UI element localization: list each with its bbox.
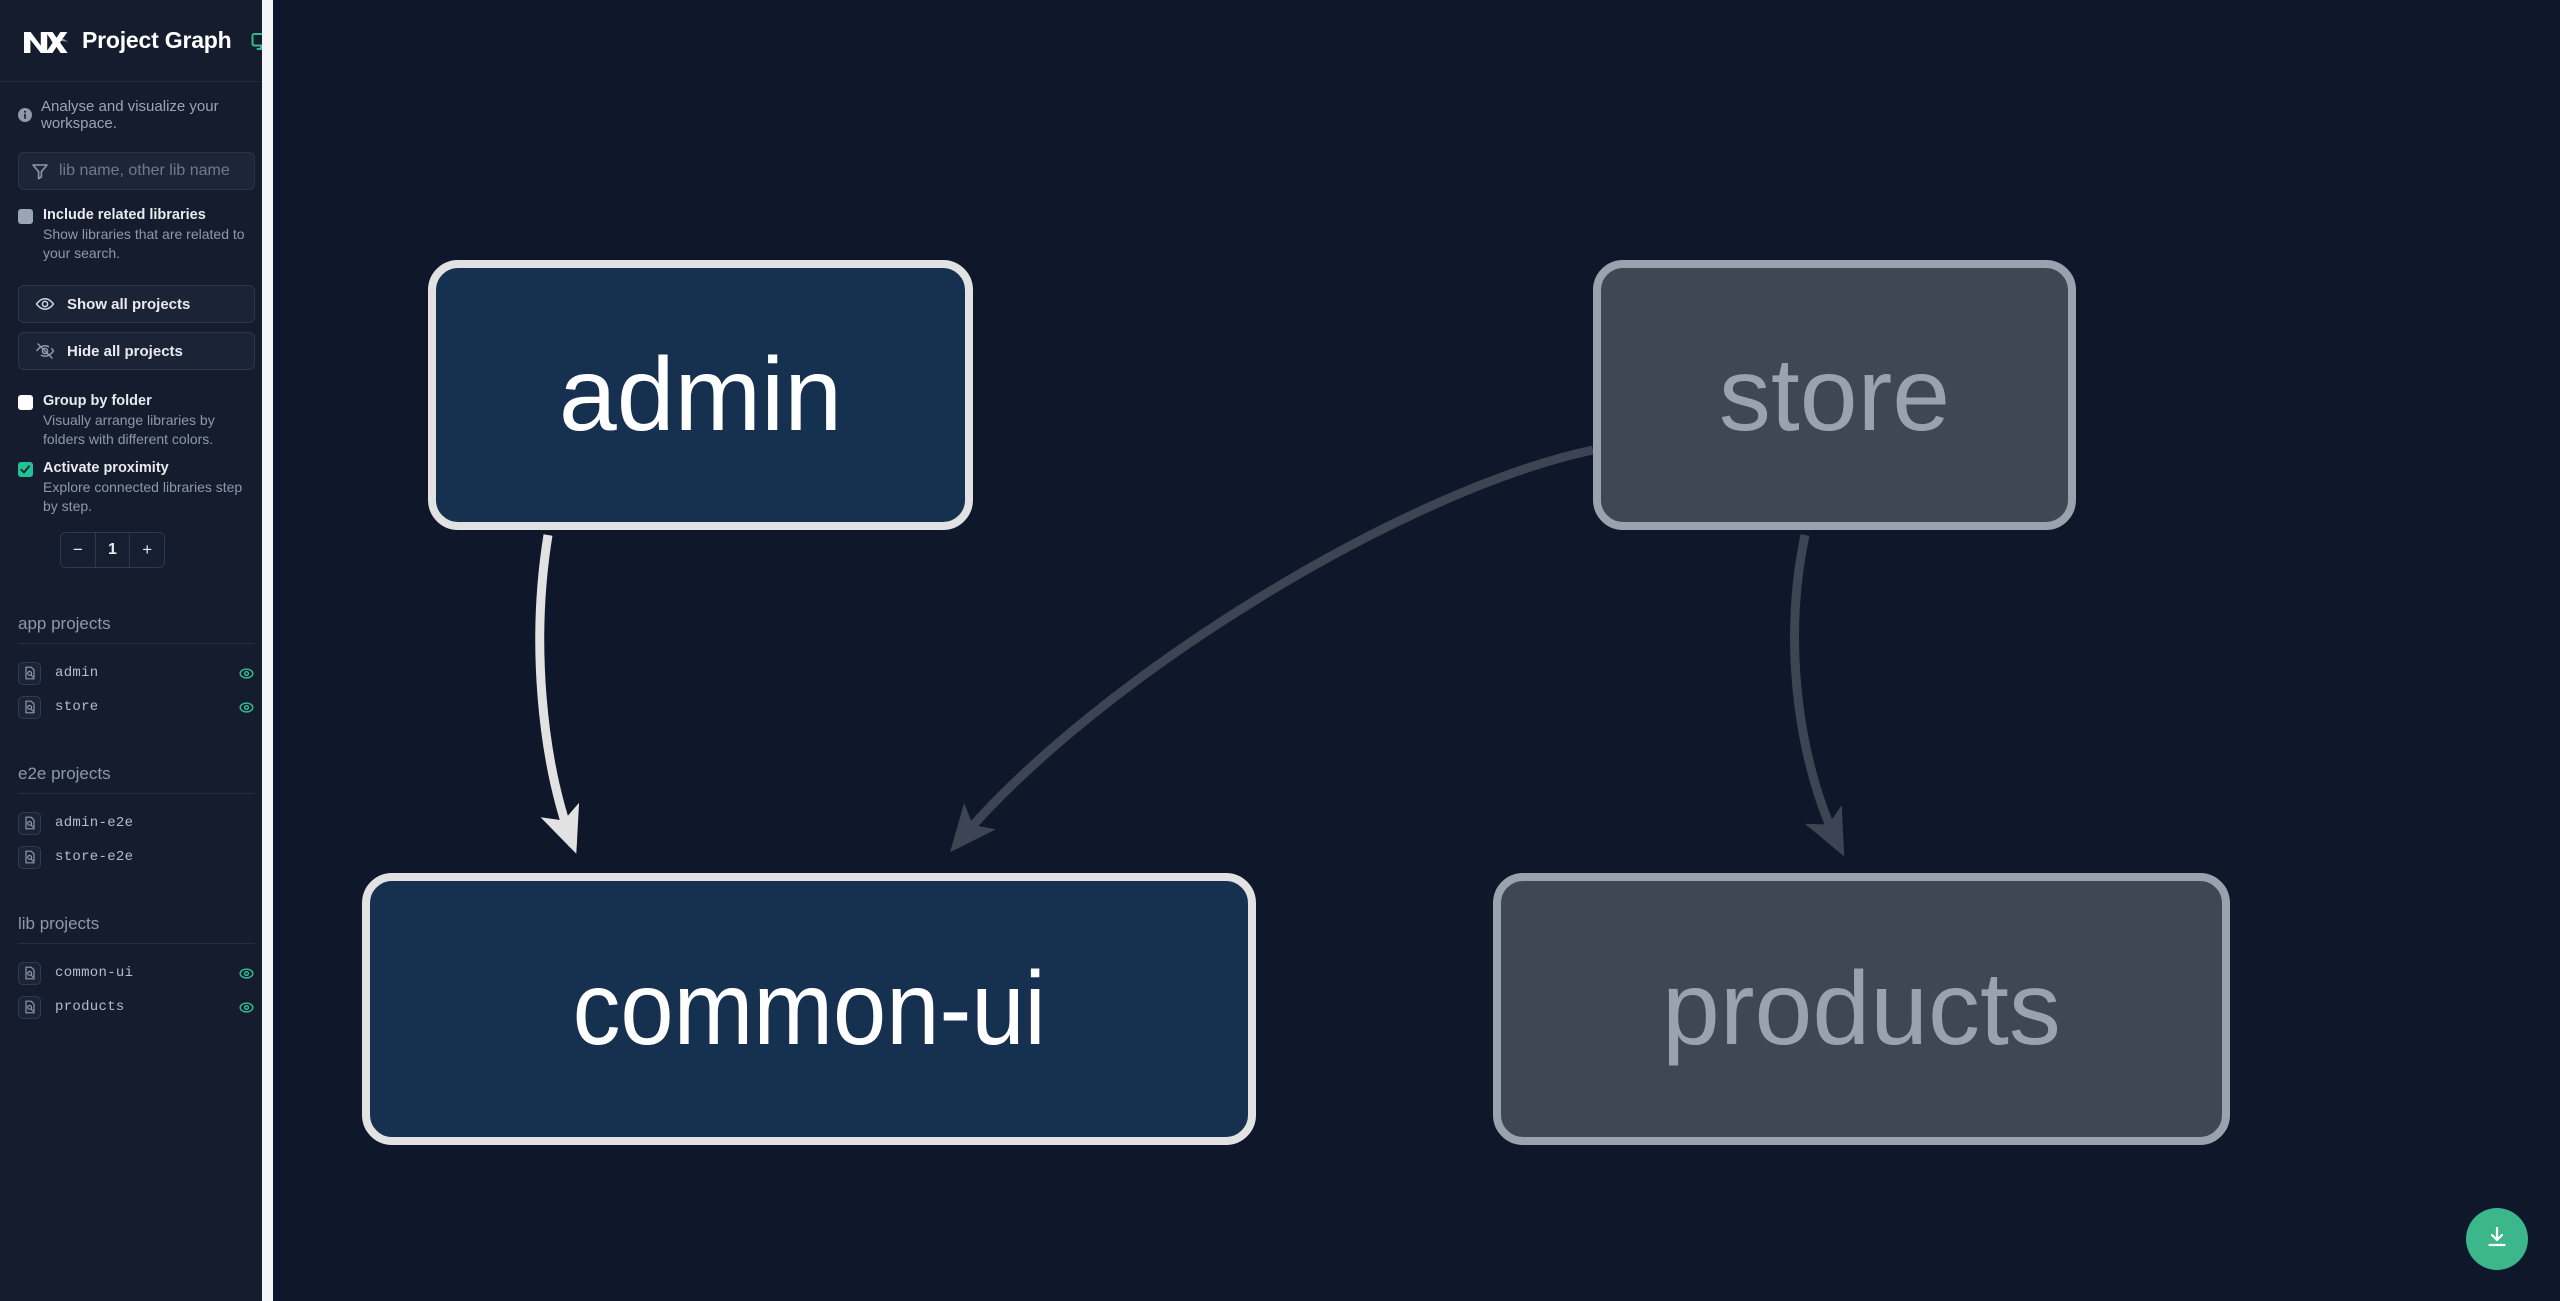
option-label: Activate proximity (43, 460, 169, 476)
graph-node-admin[interactable]: admin (428, 260, 973, 530)
project-name: products (55, 999, 125, 1015)
option-include-related-libraries[interactable]: Include related libraries Show libraries… (0, 190, 273, 263)
graph-node-store[interactable]: store (1593, 260, 2076, 530)
show-all-projects-label: Show all projects (67, 295, 191, 313)
project-icon (18, 961, 41, 985)
group-app-projects: app projects admin (0, 614, 273, 724)
project-row-products[interactable]: products (18, 990, 255, 1024)
group-title: e2e projects (18, 764, 255, 794)
option-description: Visually arrange libraries by folders wi… (43, 412, 215, 447)
show-all-projects-button[interactable]: Show all projects (18, 285, 255, 323)
project-row-store-e2e[interactable]: store-e2e (18, 840, 255, 874)
option-label: Include related libraries (43, 207, 206, 223)
project-visibility-eye-icon[interactable] (238, 965, 255, 982)
edge-store-to-products (1790, 534, 1845, 857)
project-name: store-e2e (55, 849, 134, 865)
proximity-stepper[interactable]: − 1 + (60, 532, 165, 568)
project-icon (18, 811, 41, 835)
group-by-folder-checkbox[interactable] (18, 395, 33, 410)
graph-node-products[interactable]: products (1493, 873, 2230, 1145)
project-visibility-eye-icon[interactable] (238, 699, 255, 716)
option-label: Group by folder (43, 393, 152, 409)
project-row-admin[interactable]: admin (18, 656, 255, 690)
hide-all-projects-button[interactable]: Hide all projects (18, 332, 255, 370)
edge-store-to-common-ui (950, 445, 1594, 853)
tagline: Analyse and visualize your workspace. (0, 82, 273, 144)
option-description: Explore connected libraries step by step… (43, 479, 243, 514)
funnel-icon (30, 161, 50, 181)
project-row-admin-e2e[interactable]: admin-e2e (18, 806, 255, 840)
tagline-text: Analyse and visualize your workspace. (41, 98, 219, 132)
download-icon (2484, 1224, 2510, 1255)
info-icon (18, 108, 32, 122)
graph-node-label: admin (558, 337, 843, 453)
option-group-by-folder[interactable]: Group by folder Visually arrange librari… (0, 370, 273, 449)
search-input[interactable] (59, 162, 273, 180)
sidebar-header: Project Graph (0, 0, 273, 82)
eye-off-icon (35, 341, 55, 361)
graph-node-label: products (1662, 951, 2061, 1067)
graph-node-label: common-ui (572, 951, 1046, 1067)
edge-admin-to-common-ui (535, 534, 580, 854)
graph-node-label: store (1718, 337, 1951, 453)
group-lib-projects: lib projects common-ui (0, 914, 273, 1024)
sidebar-scrollbar[interactable] (262, 0, 273, 1301)
nx-logo-icon (18, 23, 70, 59)
graph-edges (535, 445, 1845, 857)
project-name: store (55, 699, 99, 715)
download-image-button[interactable] (2466, 1208, 2528, 1270)
hide-all-projects-label: Hide all projects (67, 342, 183, 360)
project-row-store[interactable]: store (18, 690, 255, 724)
activate-proximity-checkbox[interactable] (18, 462, 33, 477)
include-related-libraries-checkbox[interactable] (18, 209, 33, 224)
project-name: admin (55, 665, 99, 681)
proximity-increment-button[interactable]: + (130, 533, 164, 567)
graph-canvas[interactable]: admin store common-ui products (273, 0, 2560, 1301)
project-icon (18, 845, 41, 869)
search-box[interactable] (18, 152, 273, 190)
group-title: app projects (18, 614, 255, 644)
group-title: lib projects (18, 914, 255, 944)
project-row-common-ui[interactable]: common-ui (18, 956, 255, 990)
project-icon (18, 995, 41, 1019)
eye-icon (35, 294, 55, 314)
sidebar: Project Graph Analyse and visualize your… (0, 0, 273, 1301)
option-description: Show libraries that are related to your … (43, 226, 245, 261)
project-icon (18, 661, 41, 685)
proximity-value: 1 (94, 533, 131, 567)
project-icon (18, 695, 41, 719)
project-name: admin-e2e (55, 815, 134, 831)
proximity-decrement-button[interactable]: − (61, 533, 95, 567)
page-title: Project Graph (82, 27, 232, 53)
graph-node-common-ui[interactable]: common-ui (362, 873, 1256, 1145)
project-visibility-eye-icon[interactable] (238, 999, 255, 1016)
group-e2e-projects: e2e projects admin-e2e store-e2e (0, 764, 273, 874)
option-activate-proximity[interactable]: Activate proximity Explore connected lib… (0, 449, 273, 516)
project-name: common-ui (55, 965, 134, 981)
project-visibility-eye-icon[interactable] (238, 665, 255, 682)
